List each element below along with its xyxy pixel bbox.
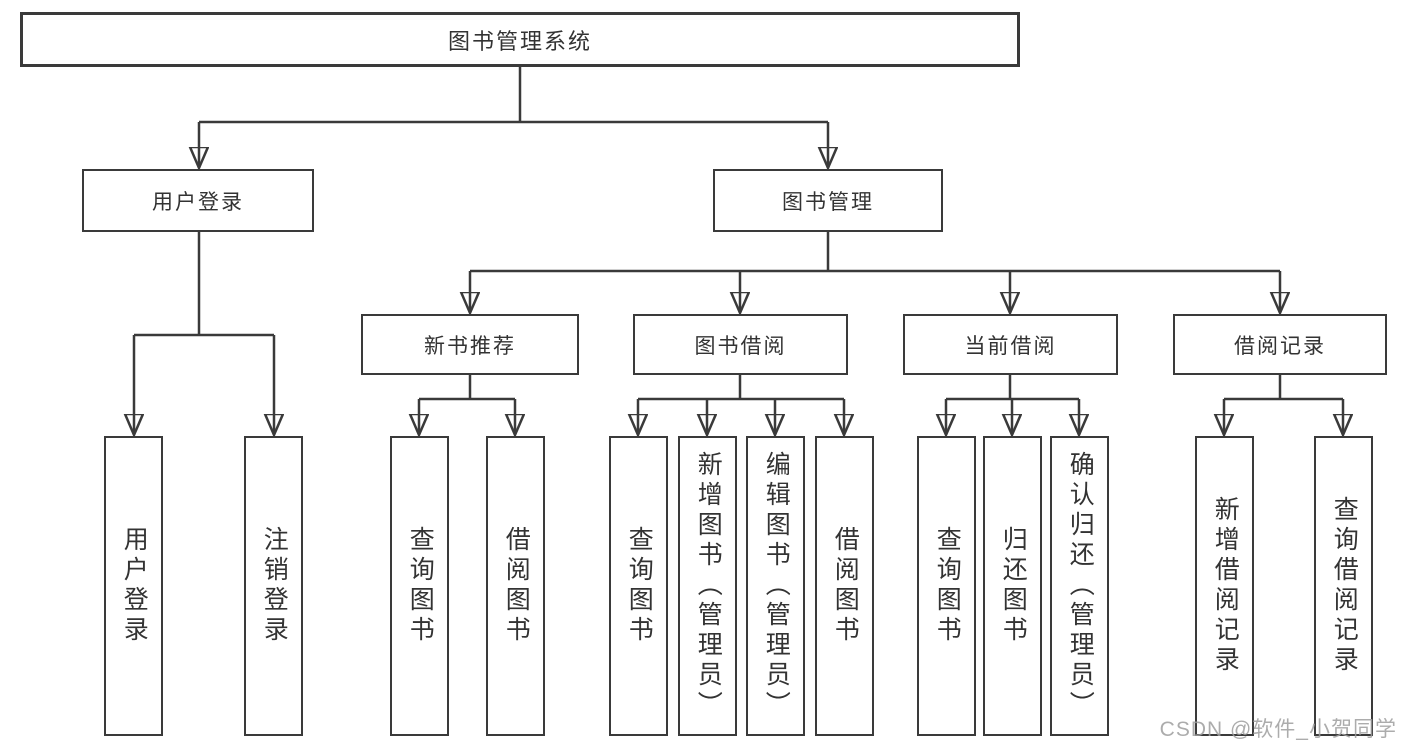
leaf-label: 注销登录 xyxy=(260,526,288,646)
leaf-user-login: 用户登录 xyxy=(104,436,163,736)
node-new-book-recommend: 新书推荐 xyxy=(361,314,579,375)
node-library-management-system: 图书管理系统 xyxy=(20,12,1020,67)
leaf-label: 查询图书 xyxy=(406,526,434,646)
node-user-login: 用户登录 xyxy=(82,169,314,232)
leaf-edit-books-admin: 编辑图书（管理员） xyxy=(746,436,805,736)
leaf-label: 用户登录 xyxy=(120,526,148,646)
node-label: 借阅记录 xyxy=(1234,333,1326,358)
leaf-label: 编辑图书（管理员） xyxy=(762,451,790,721)
node-book-management: 图书管理 xyxy=(713,169,943,232)
leaf-confirm-return-admin: 确认归还（管理员） xyxy=(1050,436,1109,736)
node-current-borrowing: 当前借阅 xyxy=(903,314,1118,375)
leaf-label: 查询图书 xyxy=(933,526,961,646)
leaf-label: 借阅图书 xyxy=(831,526,859,646)
node-label: 图书借阅 xyxy=(694,333,787,358)
leaf-label: 新增借阅记录 xyxy=(1211,496,1239,676)
leaf-label: 新增图书（管理员） xyxy=(694,451,722,721)
node-borrowing-records: 借阅记录 xyxy=(1173,314,1387,375)
node-label: 用户登录 xyxy=(152,189,244,214)
leaf-logout: 注销登录 xyxy=(244,436,303,736)
node-book-borrowing: 图书借阅 xyxy=(633,314,848,375)
node-label: 图书管理系统 xyxy=(447,28,592,54)
node-label: 当前借阅 xyxy=(964,333,1057,358)
leaf-query-borrow-record: 查询借阅记录 xyxy=(1314,436,1373,736)
leaf-add-borrow-record: 新增借阅记录 xyxy=(1195,436,1254,736)
leaf-query-books-1: 查询图书 xyxy=(390,436,449,736)
leaf-borrow-books-1: 借阅图书 xyxy=(486,436,545,736)
leaf-return-books: 归还图书 xyxy=(983,436,1042,736)
leaf-borrow-books-2: 借阅图书 xyxy=(815,436,874,736)
leaf-label: 确认归还（管理员） xyxy=(1066,451,1094,721)
node-label: 图书管理 xyxy=(782,189,874,214)
leaf-label: 查询借阅记录 xyxy=(1330,496,1358,676)
leaf-label: 查询图书 xyxy=(625,526,653,646)
leaf-add-books-admin: 新增图书（管理员） xyxy=(678,436,737,736)
leaf-label: 借阅图书 xyxy=(502,526,530,646)
node-label: 新书推荐 xyxy=(424,333,516,358)
csdn-watermark: CSDN @软件_小贺同学 xyxy=(1159,718,1397,741)
leaf-label: 归还图书 xyxy=(999,526,1027,646)
leaf-query-books-3: 查询图书 xyxy=(917,436,976,736)
leaf-query-books-2: 查询图书 xyxy=(609,436,668,736)
